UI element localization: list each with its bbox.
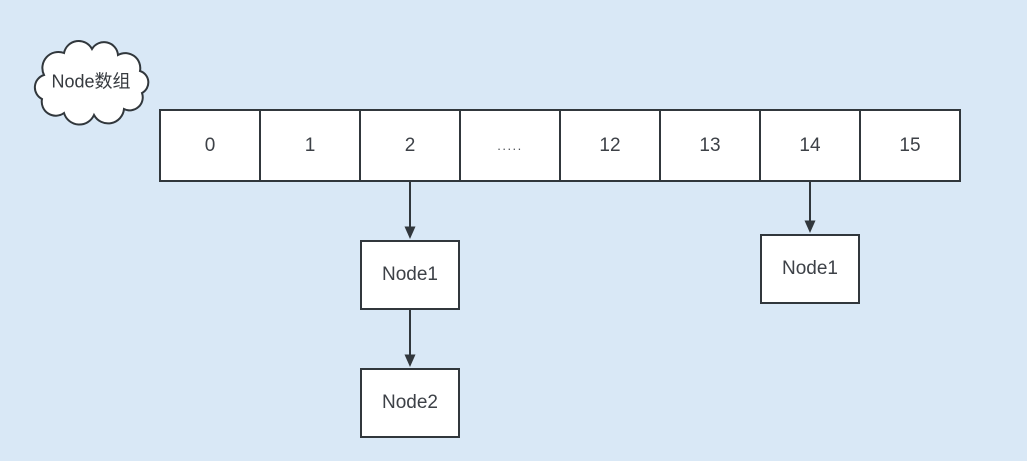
node-array: 0 1 2 ..... 12 13 14 15 <box>159 109 961 182</box>
array-cell-2: 2 <box>361 111 461 180</box>
arrow-bucket14-to-node1 <box>804 182 816 233</box>
arrow-node1-to-node2 <box>404 310 416 367</box>
cloud-label: Node数组 <box>51 71 131 92</box>
array-cell-15: 15 <box>899 134 921 156</box>
array-cell-12: 12 <box>561 111 661 180</box>
array-cell-ellipsis: ..... <box>461 111 561 180</box>
node1-box-under-bucket2: Node1 <box>360 240 460 310</box>
node-array-callout: Node数组 <box>27 34 155 128</box>
array-cell-14: 14 <box>761 111 861 180</box>
cloud-icon <box>33 39 150 126</box>
arrow-bucket2-to-node1 <box>404 182 416 239</box>
node2-box-under-bucket2: Node2 <box>360 368 460 438</box>
array-cell-13: 13 <box>661 111 761 180</box>
array-cell-1: 1 <box>261 111 361 180</box>
node1-box-under-bucket14: Node1 <box>760 234 860 304</box>
array-cell-0: 0 <box>161 111 261 180</box>
